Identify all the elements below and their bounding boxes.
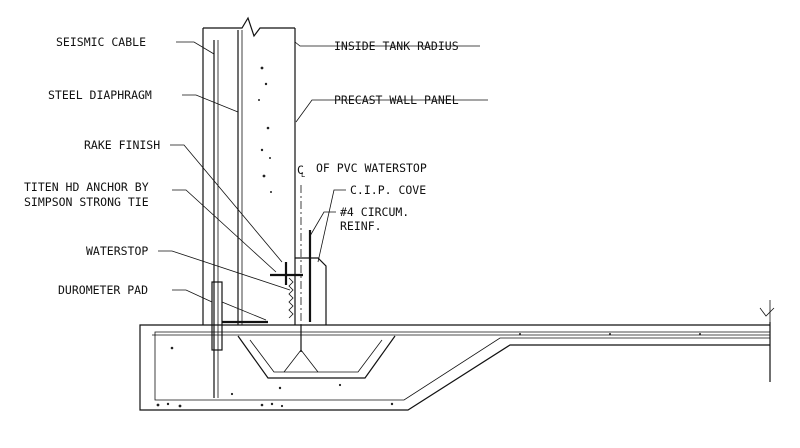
- leader-lines: [158, 41, 488, 321]
- precast-wall-panel: [202, 16, 296, 325]
- svg-text:L: L: [301, 171, 305, 179]
- label-rake-finish: RAKE FINISH: [84, 138, 160, 152]
- footing-aggregate: [156, 333, 701, 408]
- label-inside-tank-radius: INSIDE TANK RADIUS: [334, 39, 459, 53]
- label-circum-line2: REINF.: [340, 219, 382, 233]
- steel-diaphragm: [237, 30, 243, 325]
- wall-aggregate: [258, 66, 272, 193]
- label-seismic-cable: SEISMIC CABLE: [56, 35, 146, 49]
- footing-slab: [139, 300, 775, 411]
- label-cip-cove: C.I.P. COVE: [350, 183, 426, 197]
- durometer-pad: [211, 281, 268, 351]
- label-pvc-waterstop: OF PVC WATERSTOP: [316, 161, 427, 175]
- cip-cove: [295, 257, 327, 325]
- waterstop: [288, 277, 294, 319]
- label-waterstop: WATERSTOP: [86, 244, 148, 258]
- label-circum-line1: #4 CIRCUM.: [340, 205, 409, 219]
- label-durometer-pad: DUROMETER PAD: [58, 283, 148, 297]
- titen-hd-anchor: [270, 262, 303, 285]
- label-centerline-symbol: C: [297, 163, 304, 177]
- label-titen-line1: TITEN HD ANCHOR BY: [24, 180, 149, 194]
- label-precast-wall-panel: PRECAST WALL PANEL: [334, 93, 459, 107]
- label-steel-diaphragm: STEEL DIAPHRAGM: [48, 88, 152, 102]
- label-titen-line2: SIMPSON STRONG TIE: [24, 195, 149, 209]
